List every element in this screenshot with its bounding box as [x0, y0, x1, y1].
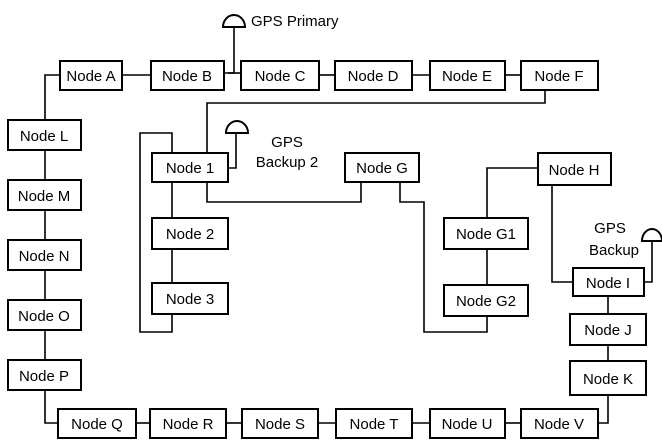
- antenna-icon: [224, 120, 250, 134]
- node-u-label: Node U: [442, 416, 493, 433]
- node-g2-label: Node G2: [456, 293, 516, 310]
- node-v-label: Node V: [534, 416, 584, 433]
- node-e-label: Node E: [442, 68, 492, 85]
- node-c: Node C: [240, 60, 320, 91]
- node-k-label: Node K: [583, 371, 633, 388]
- node-1-label: Node 1: [166, 160, 214, 177]
- node-s-label: Node S: [255, 416, 305, 433]
- link-p-q: [44, 390, 58, 424]
- node-m: Node M: [7, 179, 82, 211]
- node-g1: Node G1: [443, 217, 529, 250]
- link-1-g: [206, 182, 362, 203]
- node-m-label: Node M: [18, 188, 71, 205]
- link-i-h: [551, 185, 573, 283]
- node-2: Node 2: [151, 217, 229, 250]
- gps-primary-antenna: [221, 14, 247, 74]
- node-e: Node E: [429, 60, 506, 91]
- node-h-label: Node H: [549, 162, 600, 179]
- node-s: Node S: [241, 408, 319, 439]
- gps-backup2-feed: [228, 133, 237, 169]
- node-l-label: Node L: [20, 128, 68, 145]
- gps-backup2-label-line1: GPS: [271, 134, 303, 151]
- gps-backup-label-line2: Backup: [589, 242, 639, 259]
- node-o-label: Node O: [18, 308, 70, 325]
- node-d-label: Node D: [348, 68, 399, 85]
- node-f-label: Node F: [534, 68, 583, 85]
- link-f-1: [206, 90, 546, 153]
- node-n-label: Node N: [19, 248, 70, 265]
- node-n: Node N: [7, 239, 82, 271]
- gps-backup2-antenna: [224, 120, 250, 169]
- node-h: Node H: [537, 152, 612, 186]
- node-b: Node B: [150, 60, 225, 91]
- node-1: Node 1: [151, 152, 229, 183]
- node-3-label: Node 3: [166, 291, 214, 308]
- node-u: Node U: [429, 408, 506, 439]
- node-t-label: Node T: [350, 416, 399, 433]
- node-q: Node Q: [57, 408, 137, 439]
- node-r-label: Node R: [163, 416, 214, 433]
- node-g2: Node G2: [443, 284, 529, 317]
- gps-primary-feed: [224, 27, 235, 74]
- antenna-icon: [640, 228, 662, 242]
- node-d: Node D: [334, 60, 413, 91]
- node-g1-label: Node G1: [456, 226, 516, 243]
- link-3-1-loop: [139, 132, 173, 333]
- node-f: Node F: [520, 60, 599, 91]
- node-q-label: Node Q: [71, 416, 123, 433]
- node-p: Node P: [7, 359, 82, 391]
- node-g: Node G: [344, 152, 420, 183]
- link-v-k: [598, 395, 609, 424]
- link-a-l: [44, 74, 60, 120]
- node-a-label: Node A: [66, 68, 115, 85]
- node-i-label: Node I: [586, 275, 630, 292]
- node-c-label: Node C: [255, 68, 306, 85]
- link-h-g1: [486, 167, 538, 218]
- connections: [44, 72, 609, 424]
- link-g-g2: [399, 182, 488, 333]
- node-a: Node A: [59, 60, 123, 91]
- node-2-label: Node 2: [166, 226, 214, 243]
- node-k: Node K: [569, 360, 647, 396]
- node-g-label: Node G: [356, 160, 408, 177]
- gps-backup2-label-line2: Backup 2: [256, 154, 319, 171]
- node-v: Node V: [520, 408, 599, 439]
- node-j: Node J: [569, 313, 647, 346]
- node-3: Node 3: [151, 282, 229, 315]
- node-t: Node T: [335, 408, 413, 439]
- node-i: Node I: [572, 267, 645, 297]
- node-p-label: Node P: [19, 368, 69, 385]
- node-j-label: Node J: [584, 322, 632, 339]
- gps-backup-feed: [644, 241, 653, 283]
- antenna-icon: [221, 14, 247, 28]
- node-o: Node O: [7, 299, 82, 331]
- gps-backup-label-line1: GPS: [594, 220, 626, 237]
- gps-primary-label: GPS Primary: [251, 13, 339, 30]
- node-r: Node R: [149, 408, 227, 439]
- node-l: Node L: [7, 119, 82, 151]
- node-b-label: Node B: [162, 68, 212, 85]
